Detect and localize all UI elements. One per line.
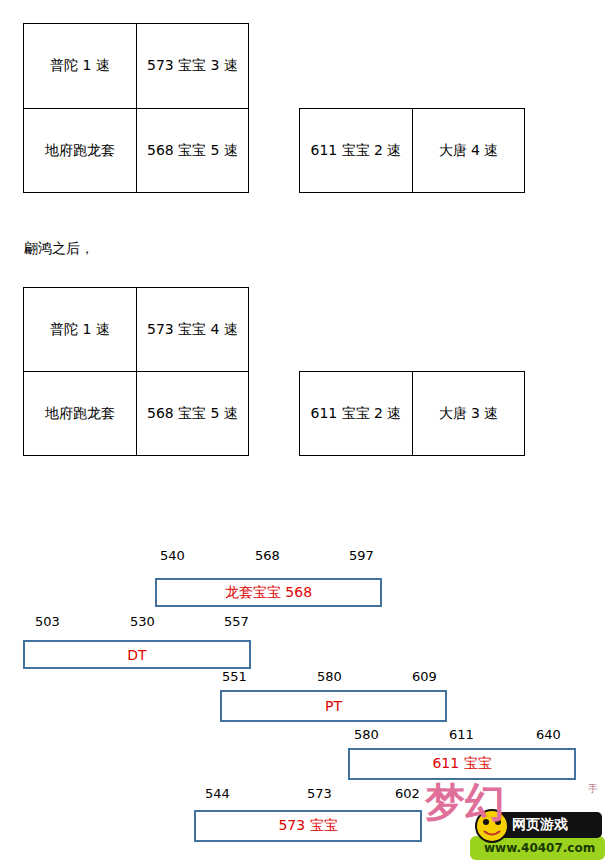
watermark-text: 梦幻 [425,775,505,830]
cell-text: 611 宝宝 2 速 [311,405,402,423]
cell-text: 573 宝宝 3 速 [147,57,238,75]
watermark-text: 网页游戏 [512,816,568,834]
logo-mouth [484,831,500,835]
table-cell: 地府跑龙套 [23,371,137,456]
cell-text: 地府跑龙套 [45,405,115,423]
tick-number: 609 [412,669,437,684]
cell-text: 611 宝宝 2 速 [311,142,402,160]
tick-number: 573 [307,786,332,801]
cell-text: 573 宝宝 4 速 [147,321,238,339]
table-cell: 大唐 3 速 [412,371,525,456]
watermark-text: www.40407.com [484,841,595,855]
cell-text: 地府跑龙套 [45,142,115,160]
timeline-bar: 573 宝宝 [194,810,422,842]
tick-number: 544 [205,786,230,801]
bar-text: 573 宝宝 [278,817,337,835]
timeline-bar: DT [23,640,251,669]
table-cell: 568 宝宝 5 速 [136,371,249,456]
note-text: 翩鸿之后， [24,240,94,258]
table-cell: 611 宝宝 2 速 [299,108,413,193]
tick-number: 503 [35,614,60,629]
table-cell: 611 宝宝 2 速 [299,371,413,456]
table-cell: 大唐 4 速 [412,108,525,193]
cell-text: 大唐 4 速 [439,142,499,160]
table-cell: 568 宝宝 5 速 [136,108,249,193]
watermark-text: 手 [588,782,598,796]
bar-text: 龙套宝宝 568 [225,584,312,602]
cell-text: 568 宝宝 5 速 [147,405,238,423]
tick-number: 551 [222,669,247,684]
logo-plate [498,812,602,838]
table-cell: 普陀 1 速 [23,287,137,372]
timeline-bar: PT [220,690,447,722]
cell-text: 568 宝宝 5 速 [147,142,238,160]
tick-number: 530 [130,614,155,629]
bar-text: PT [325,698,342,714]
tick-number: 540 [160,548,185,563]
cell-text: 大唐 3 速 [439,405,499,423]
bar-text: DT [127,647,146,663]
cell-text: 普陀 1 速 [50,57,110,75]
tick-number: 597 [349,548,374,563]
tick-number: 568 [255,548,280,563]
table-cell: 573 宝宝 4 速 [136,287,249,372]
tick-number: 557 [224,614,249,629]
table-cell: 573 宝宝 3 速 [136,23,249,109]
tick-number: 640 [536,727,561,742]
table-cell: 地府跑龙套 [23,108,137,193]
tick-number: 602 [395,786,420,801]
tick-number: 580 [354,727,379,742]
tick-number: 580 [317,669,342,684]
cell-text: 普陀 1 速 [50,321,110,339]
bar-text: 611 宝宝 [432,755,491,773]
timeline-bar: 611 宝宝 [348,748,576,780]
table-cell: 普陀 1 速 [23,23,137,109]
tick-number: 611 [449,727,474,742]
timeline-bar: 龙套宝宝 568 [155,578,382,607]
